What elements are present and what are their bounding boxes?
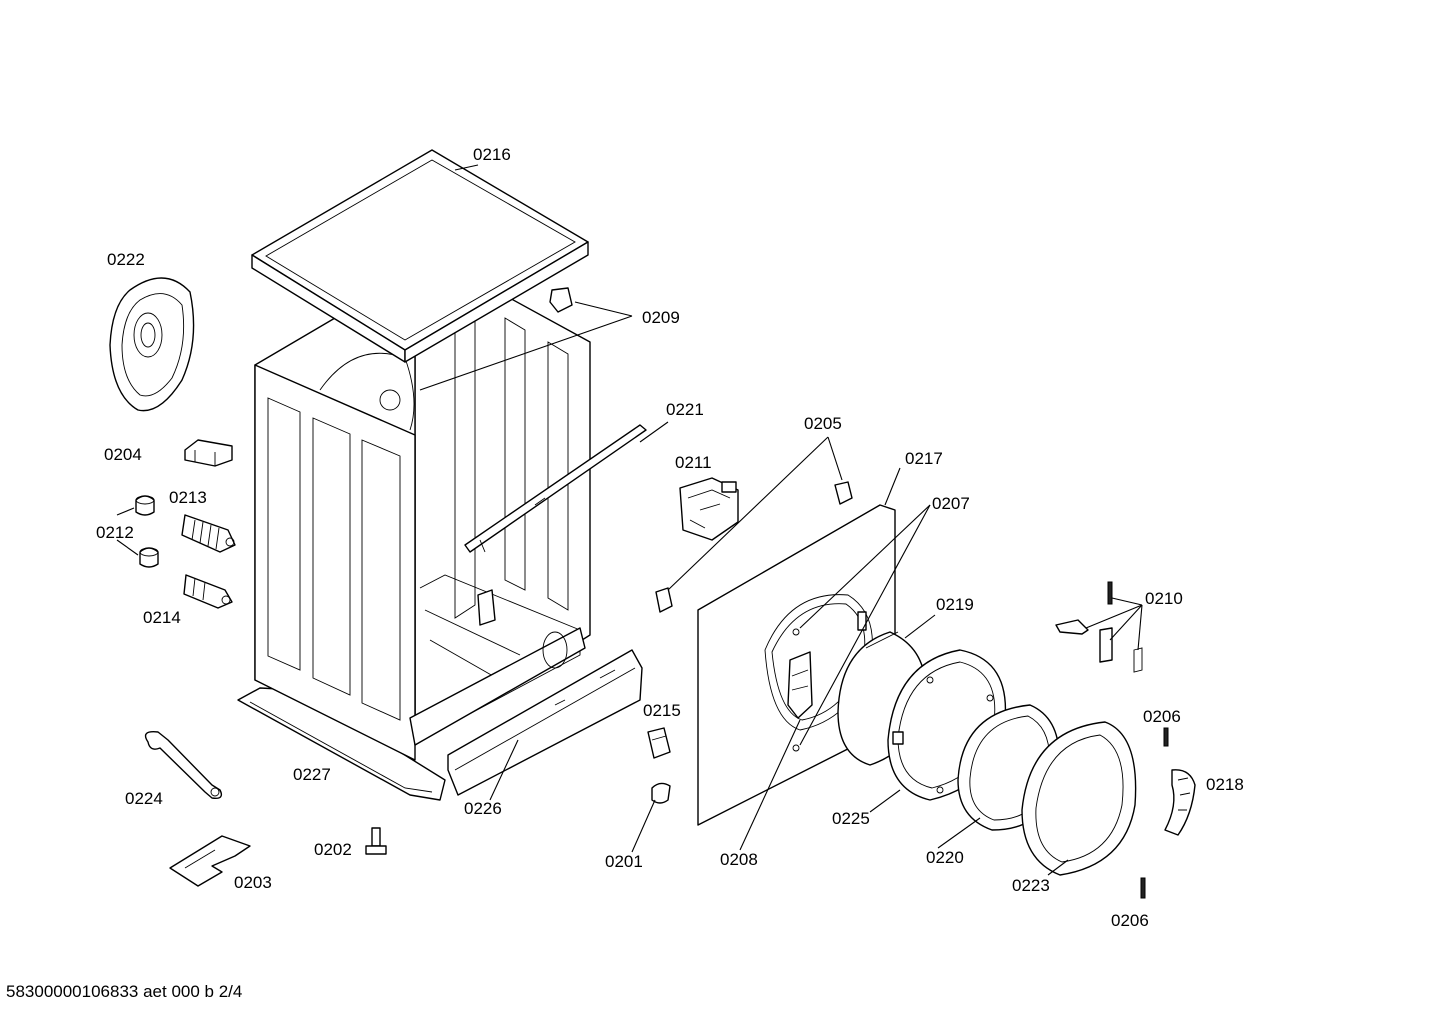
top-cover-0216: [251, 149, 589, 363]
label-0226: 0226: [464, 799, 502, 818]
bushing-0212-bottom: [139, 547, 159, 568]
label-0204: 0204: [104, 445, 142, 464]
label-0223: 0223: [1012, 876, 1050, 895]
label-0217: 0217: [905, 449, 943, 468]
base-plate-0227: [237, 687, 446, 801]
label-0202: 0202: [314, 840, 352, 859]
label-0211: 0211: [675, 453, 712, 472]
door-lock-0211: [679, 477, 739, 541]
wrench-0224: [144, 731, 223, 800]
strut-0221: [464, 424, 647, 553]
cabinet-body: [254, 289, 591, 761]
label-0201: 0201: [605, 852, 643, 871]
bracket-0203: [169, 835, 251, 887]
label-0222: 0222: [107, 250, 145, 269]
rear-cover-0222: [109, 277, 195, 412]
label-0206-bottom: 0206: [1111, 911, 1149, 930]
label-0206-top: 0206: [1143, 707, 1181, 726]
door-handle-0218: [1164, 769, 1196, 836]
filter-0215: [647, 727, 671, 759]
label-0207: 0207: [932, 494, 970, 513]
bushing-0212-top: [135, 495, 155, 516]
pin-0206-top: [1163, 727, 1169, 747]
service-flap-0226: [447, 649, 643, 796]
cap-0201: [651, 782, 671, 804]
drawing-reference-footer: 58300000106833 aet 000 b 2/4: [6, 982, 243, 1001]
label-0225: 0225: [832, 809, 870, 828]
label-0218: 0218: [1206, 775, 1244, 794]
label-0212: 0212: [96, 523, 134, 542]
label-0227: 0227: [293, 765, 331, 784]
bracket-0204: [184, 439, 233, 467]
damper-0214: [183, 574, 233, 609]
label-0203: 0203: [234, 873, 272, 892]
label-0220: 0220: [926, 848, 964, 867]
label-0224: 0224: [125, 789, 163, 808]
pin-0206-bottom: [1140, 877, 1146, 899]
label-0221: 0221: [666, 400, 704, 419]
label-0214: 0214: [143, 608, 181, 627]
outer-door-ring-0223: [1021, 721, 1137, 876]
clip-0205-bottom: [655, 587, 673, 613]
damper-0213: [181, 514, 236, 553]
label-0209: 0209: [642, 308, 680, 327]
label-0213: 0213: [169, 488, 207, 507]
clip-0209: [549, 287, 573, 313]
foot-0202: [365, 827, 387, 855]
hinge-0208: [787, 651, 813, 719]
label-0205: 0205: [804, 414, 842, 433]
label-0208: 0208: [720, 850, 758, 869]
label-0215: 0215: [643, 701, 681, 720]
clip-0205-top: [834, 481, 853, 505]
label-0219: 0219: [936, 595, 974, 614]
hook-0210: [1055, 581, 1143, 673]
label-0210: 0210: [1145, 589, 1183, 608]
label-0216: 0216: [473, 145, 511, 164]
